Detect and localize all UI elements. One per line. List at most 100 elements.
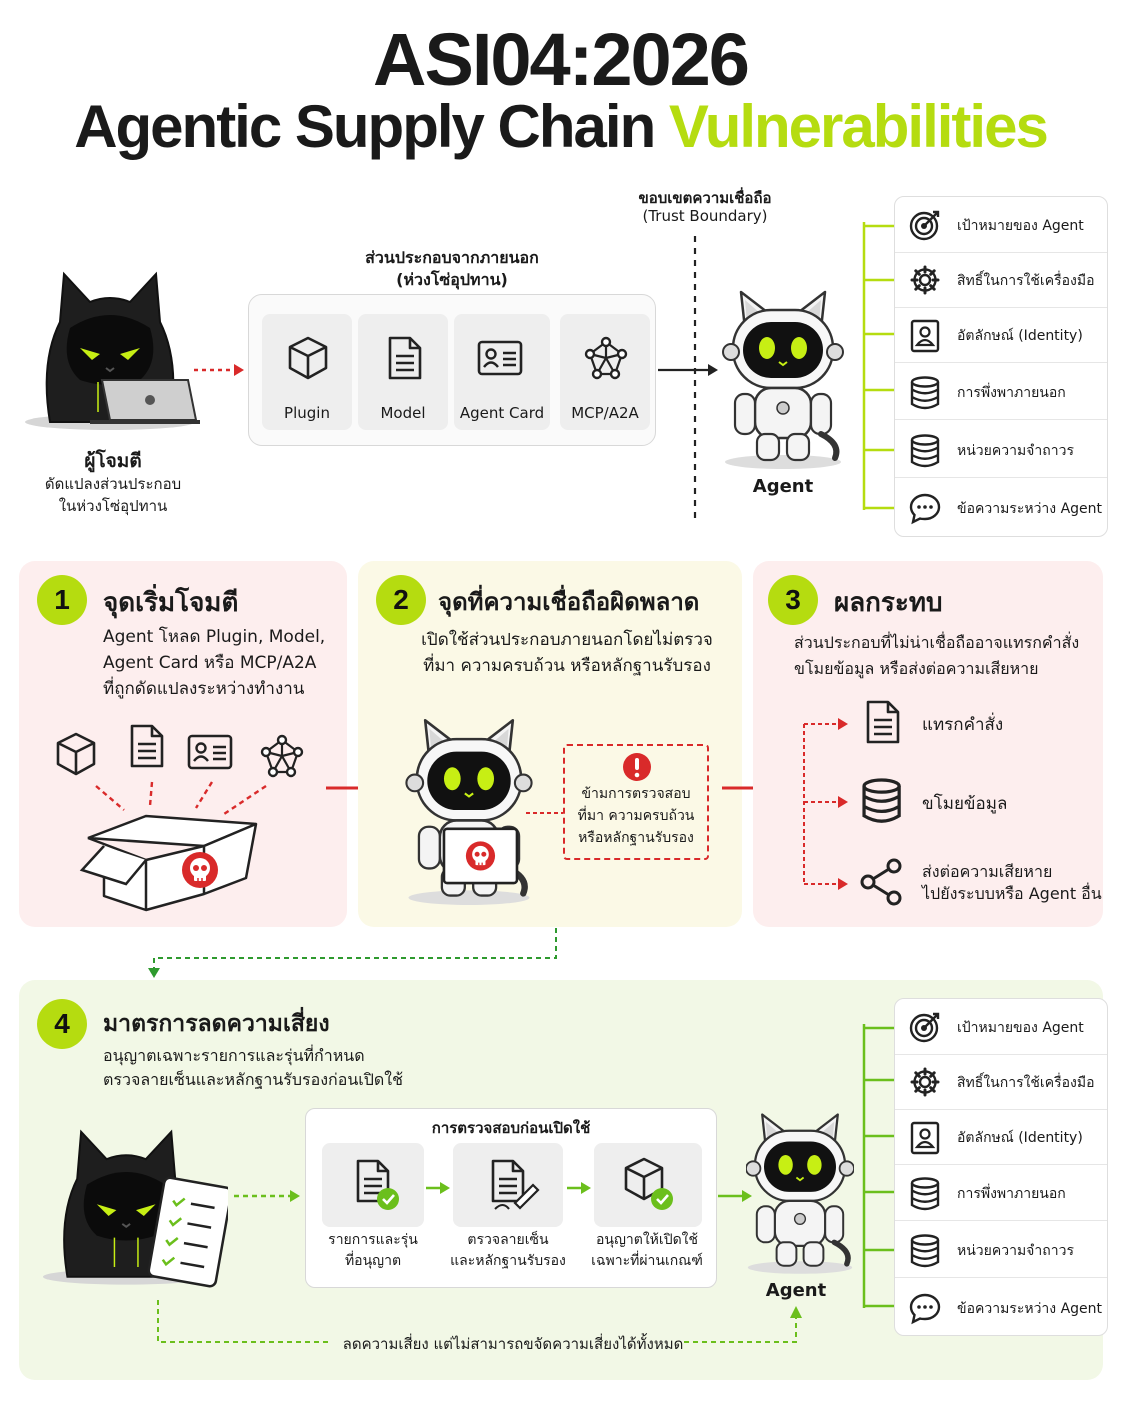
document-icon xyxy=(866,700,900,744)
document-icon xyxy=(130,724,164,768)
resource-item: เป้าหมายของ Agent xyxy=(895,999,1107,1055)
trust-boundary-label: ขอบเขตความเชื่อถือ xyxy=(638,189,772,207)
check-step-label: รายการและรุ่น xyxy=(328,1232,418,1248)
trust-boundary-sublabel: (Trust Boundary) xyxy=(642,207,768,225)
panel-body-line: เปิดใช้ส่วนประกอบภายนอกโดยไม่ตรวจ xyxy=(421,630,713,650)
resource-label: สิทธิ์ในการใช้เครื่องมือ xyxy=(957,1075,1095,1091)
chat-icon xyxy=(909,493,941,524)
identity-icon xyxy=(910,319,940,353)
share-icon xyxy=(860,858,902,906)
network-icon xyxy=(260,734,304,778)
warning-text-line: ข้ามการตรวจสอบ xyxy=(581,786,691,802)
agent-label: Agent xyxy=(752,476,814,497)
check-step-label: ที่อนุญาต xyxy=(344,1253,402,1269)
resource-item: อัตลักษณ์ (Identity) xyxy=(895,307,1107,363)
check-step-allowlist xyxy=(322,1143,424,1227)
components-title-line2: (ห่วงโซ่อุปทาน) xyxy=(396,270,508,289)
database-icon xyxy=(862,778,901,823)
resource-item: ข้อความระหว่าง Agent xyxy=(895,1280,1107,1336)
resource-item: สิทธิ์ในการใช้เครื่องมือ xyxy=(895,1054,1107,1110)
resource-label: อัตลักษณ์ (Identity) xyxy=(957,328,1083,344)
residual-risk-connector xyxy=(157,1300,802,1343)
tampered-components-illustration xyxy=(56,724,304,912)
database-icon xyxy=(910,376,940,410)
agent-robot-with-package-image xyxy=(404,712,534,906)
network-icon xyxy=(584,336,628,380)
id-card-icon xyxy=(477,340,523,376)
cube-icon xyxy=(288,336,328,380)
gear-icon xyxy=(910,1067,940,1097)
resource-label: หน่วยความจำถาวร xyxy=(957,443,1074,459)
database-icon xyxy=(910,1177,940,1211)
hooded-cat-with-checklist-image xyxy=(41,1130,228,1288)
signature-icon xyxy=(491,1159,540,1210)
resource-list-top: เป้าหมายของ Agent สิทธิ์ในการใช้เครื่องม… xyxy=(894,196,1108,537)
component-model: Model xyxy=(358,314,448,430)
component-plugin: Plugin xyxy=(262,314,352,430)
check-step-label: และหลักฐานรับรอง xyxy=(450,1253,566,1269)
database-icon xyxy=(910,434,940,468)
component-agent-card: Agent Card xyxy=(454,314,550,430)
warning-text-line: หรือหลักฐานรับรอง xyxy=(578,830,694,846)
check-step-label: ตรวจลายเซ็น xyxy=(467,1232,549,1248)
impact-label: แทรกคำสั่ง xyxy=(922,715,1004,735)
dashed-arrow-attacker-to-components xyxy=(194,364,244,376)
check-step-label: เฉพาะที่ผ่านเกณฑ์ xyxy=(591,1253,703,1269)
check-step-signature xyxy=(453,1143,563,1227)
step-number-badge: 3 xyxy=(768,575,818,625)
resource-bracket xyxy=(862,222,894,510)
attacker-desc-line2: ในห่วงโซ่อุปทาน xyxy=(58,497,168,515)
subtitle-main: Agentic Supply Chain xyxy=(74,93,669,160)
resource-label: สิทธิ์ในการใช้เครื่องมือ xyxy=(957,273,1095,289)
check-step-enable xyxy=(594,1143,702,1227)
attacker-desc-line1: ดัดแปลงส่วนประกอบ xyxy=(44,475,182,493)
resource-label: อัตลักษณ์ (Identity) xyxy=(957,1130,1083,1146)
component-mcp: MCP/A2A xyxy=(560,314,650,430)
check-step-label: อนุญาตให้เปิดใช้ xyxy=(595,1232,699,1248)
resource-label: ข้อความระหว่าง Agent xyxy=(957,501,1103,517)
impact-label: ส่งต่อความเสียหาย xyxy=(922,862,1053,881)
database-icon xyxy=(910,1234,940,1268)
panel-title: จุดที่ความเชื่อถือผิดพลาด xyxy=(438,588,700,616)
arrow-step-1-to-2 xyxy=(426,1182,450,1194)
panel-impact xyxy=(753,561,1103,927)
panel-body-line: ส่วนประกอบที่ไม่น่าเชื่อถืออาจแทรกคำสั่ง xyxy=(794,633,1080,652)
component-label: Model xyxy=(380,404,426,422)
resource-item: หน่วยความจำถาวร xyxy=(895,422,1107,478)
dashed-connector-to-mitigation xyxy=(148,928,557,978)
resource-item: การพึ่งพาภายนอก xyxy=(895,364,1107,420)
panel-body-line: Agent Card หรือ MCP/A2A xyxy=(103,653,317,673)
arrow-step-2-to-3 xyxy=(567,1182,591,1194)
panel-body-line: ที่มา ความครบถ้วน หรือหลักฐานรับรอง xyxy=(423,656,711,676)
resource-label: การพึ่งพาภายนอก xyxy=(957,385,1066,401)
identity-icon xyxy=(910,1121,940,1155)
impact-branches xyxy=(803,700,902,906)
step-number-badge: 1 xyxy=(37,575,87,625)
resource-bracket xyxy=(862,1024,894,1308)
resource-item: เป้าหมายของ Agent xyxy=(895,197,1107,253)
resource-label: หน่วยความจำถาวร xyxy=(957,1243,1074,1259)
resource-label: เป้าหมายของ Agent xyxy=(957,1020,1084,1036)
panel-title: มาตรการลดความเสี่ยง xyxy=(103,1011,330,1037)
page-title: ASI04:2026 xyxy=(373,18,750,101)
cube-icon xyxy=(56,732,96,776)
step-number-badge: 2 xyxy=(376,575,426,625)
panel-body-line: ที่ถูกดัดแปลงระหว่างทำงาน xyxy=(103,679,305,699)
panel-body-line: ขโมยข้อมูล หรือส่งต่อความเสียหาย xyxy=(794,659,1039,678)
resource-list-bottom: เป้าหมายของ Agent สิทธิ์ในการใช้เครื่องม… xyxy=(894,998,1108,1336)
agent-robot-image xyxy=(746,1106,854,1276)
panel-body-line: Agent โหลด Plugin, Model, xyxy=(103,627,326,647)
trust-boundary-line xyxy=(658,236,718,520)
impact-label: ขโมยข้อมูล xyxy=(922,794,1008,814)
component-label: Agent Card xyxy=(459,404,545,422)
subtitle-highlight: Vulnerabilities xyxy=(668,93,1049,160)
component-label: Plugin xyxy=(284,404,330,422)
checks-title: การตรวจสอบก่อนเปิดใช้ xyxy=(431,1119,591,1137)
resource-item: ข้อความระหว่าง Agent xyxy=(895,480,1107,536)
resource-item: อัตลักษณ์ (Identity) xyxy=(895,1109,1107,1165)
document-icon xyxy=(388,336,422,380)
page-subtitle: Agentic Supply Chain Vulnerabilities xyxy=(0,92,1121,162)
target-icon xyxy=(909,210,940,241)
panel-title: ผลกระทบ xyxy=(834,588,943,618)
resource-label: เป้าหมายของ Agent xyxy=(957,218,1084,234)
